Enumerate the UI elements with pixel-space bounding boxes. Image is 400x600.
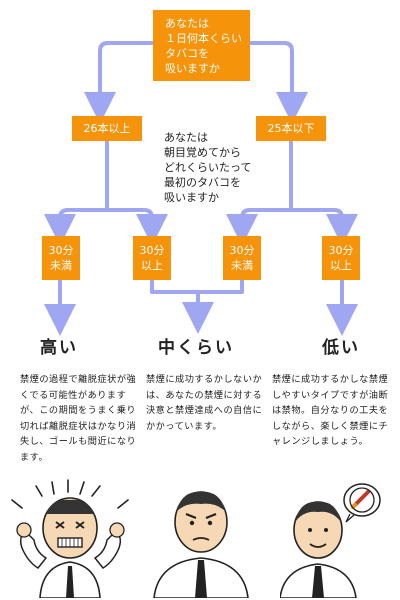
question-first-cigarette-after-waking: あなたは 朝目覚めてから どれくらいたって 最初のタバコを 吸いますか [164, 131, 252, 204]
branch-box-25-or-less: 25本以下 [256, 116, 326, 141]
verdict-medium: 中くらい [158, 338, 234, 358]
stressed-man-icon [11, 479, 129, 598]
description-high: 禁煙の過程で離脱症状が強くでる可能性がありますが、この期間をうまく乗り切れば離脱… [20, 374, 137, 463]
description-low: 禁煙に成功するかしな禁煙しやすいタイプですが油断は禁物。自分なりの工夫をしながら… [272, 374, 389, 447]
option-box-30min-or-more-right: 30分 以上 [322, 236, 360, 280]
question-box-cigarettes-per-day: あなたは １日何本くらい タバコを 吸いますか [153, 10, 250, 81]
relaxed-man-icon [280, 483, 381, 598]
option-box-under-30min-right: 30分 未満 [223, 236, 261, 280]
determined-man-icon [153, 491, 249, 598]
verdict-high: 高い [40, 338, 78, 358]
option-box-30min-or-more-left: 30分 以上 [133, 236, 171, 280]
option-box-under-30min-left: 30分 未満 [42, 236, 80, 280]
description-medium: 禁煙に成功するかしないかは、あなたの禁煙に対する決意と禁煙達成への自信にかかって… [146, 374, 263, 432]
branch-box-26-or-more: 26本以上 [72, 116, 142, 141]
verdict-low: 低い [322, 338, 360, 358]
